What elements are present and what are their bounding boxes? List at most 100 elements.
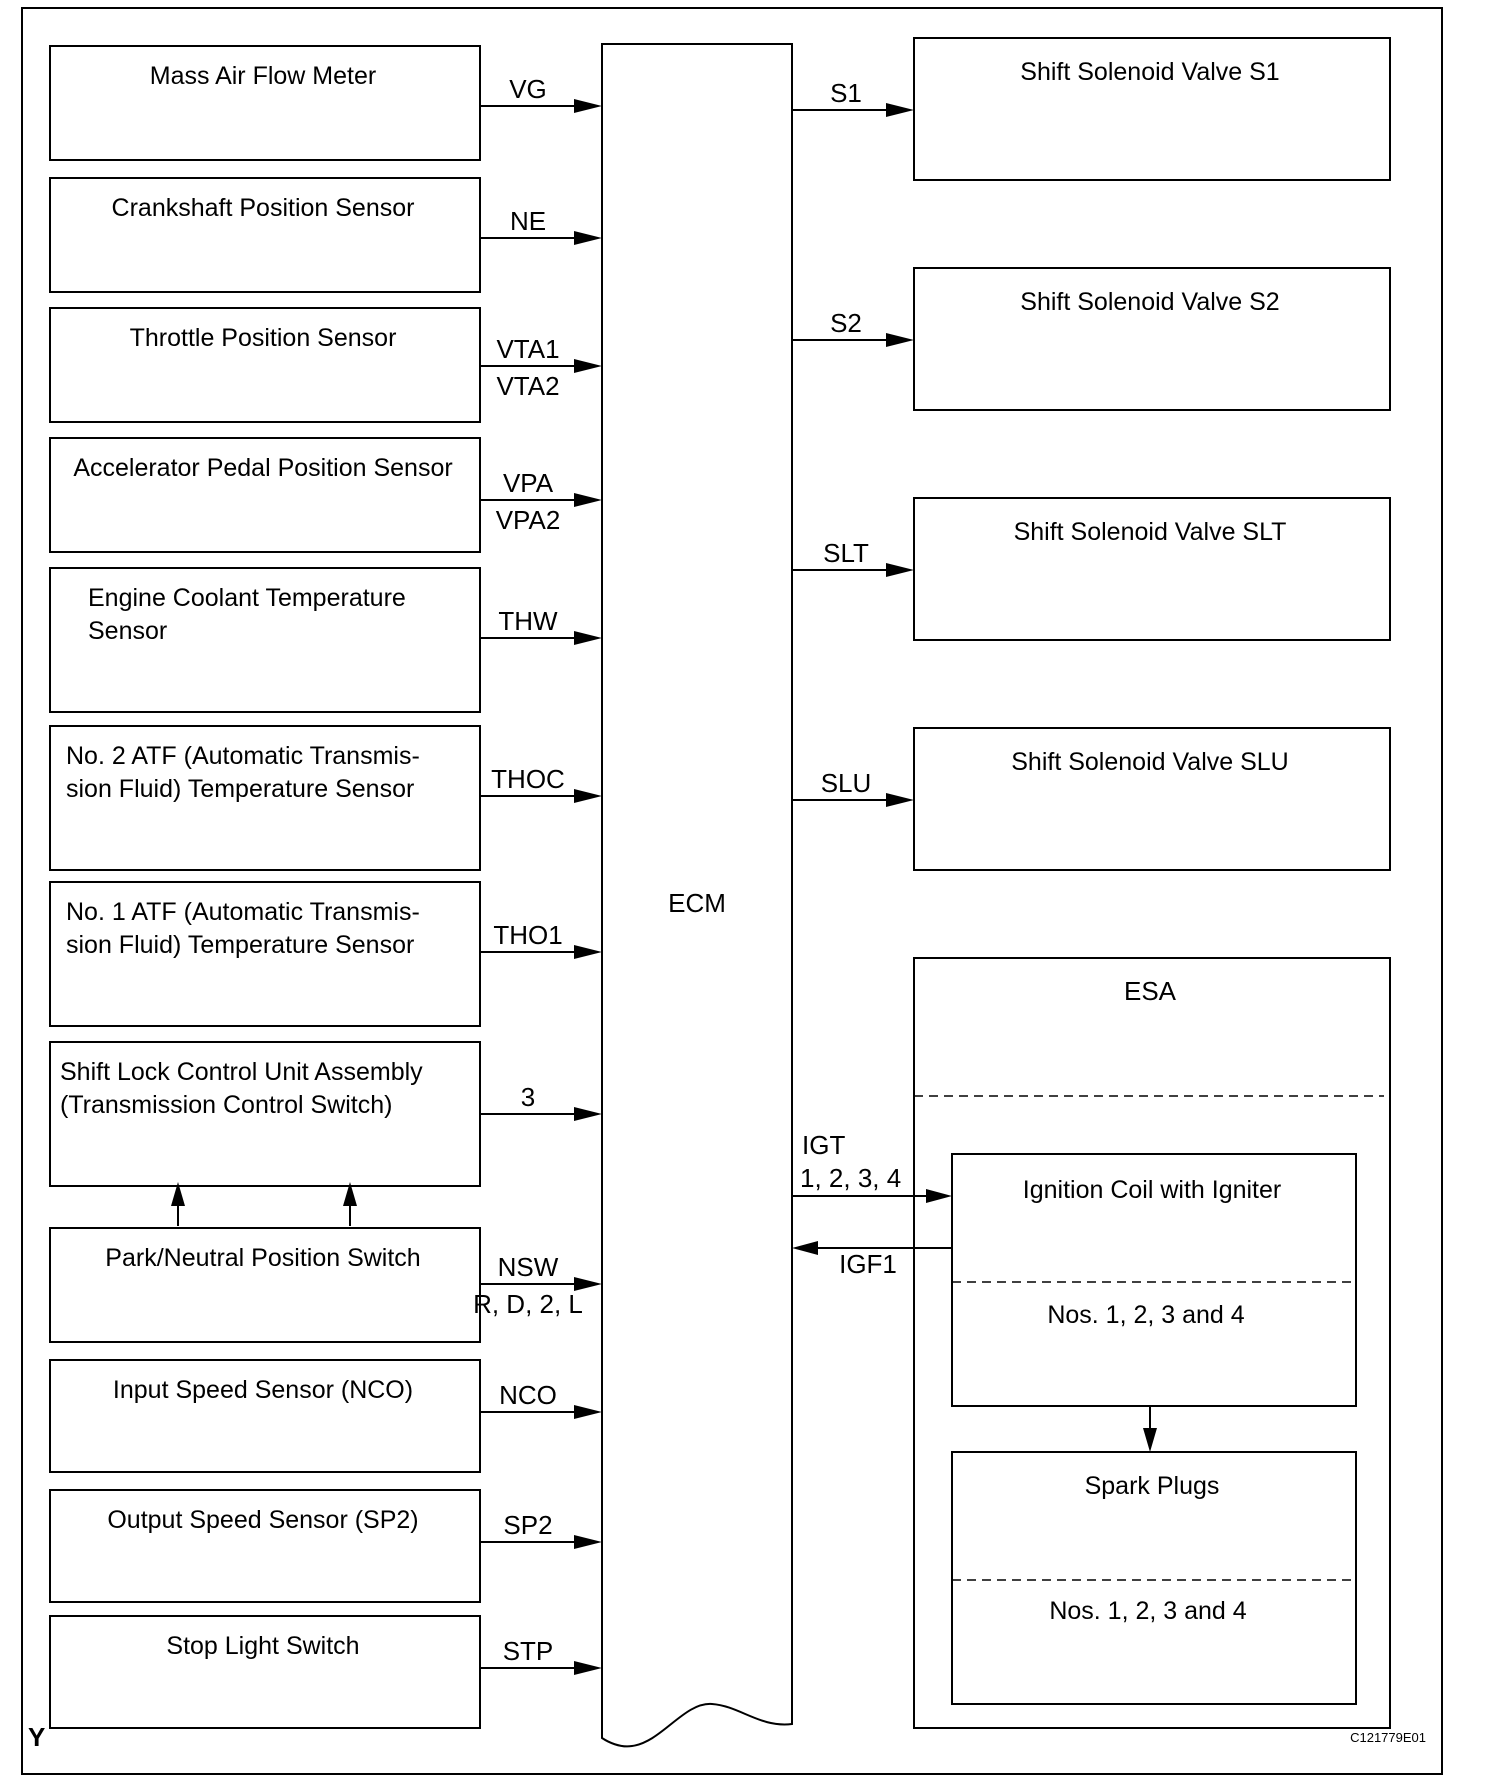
sensor-label: No. 1 ATF (Automatic Transmis- xyxy=(66,898,420,926)
sensor-box xyxy=(49,437,481,553)
signal-arrowhead xyxy=(574,1107,602,1121)
signal-arrowhead xyxy=(886,793,914,807)
signal-arrowhead xyxy=(886,333,914,347)
signal-arrowhead xyxy=(886,103,914,117)
output-shift-solenoid-valve-s1: Shift Solenoid Valve S1 S1 xyxy=(792,37,1391,181)
signal-label: VPA xyxy=(503,468,554,498)
ecm-block xyxy=(601,43,793,1748)
signal-arrowhead xyxy=(574,231,602,245)
sensor-box xyxy=(49,45,481,161)
sensor-label: Stop Light Switch xyxy=(166,1632,359,1660)
solenoid-label: Shift Solenoid Valve S1 xyxy=(1020,58,1279,86)
input-crankshaft-position-sensor: Crankshaft Position Sensor NE xyxy=(49,177,602,293)
signal-label: VG xyxy=(509,74,547,104)
input-park-neutral-position-switch: Park/Neutral Position Switch NSW R, D, 2, … xyxy=(49,1227,602,1343)
coil-to-plugs-arrowhead xyxy=(1143,1428,1157,1452)
igt-cylinders-label: 1, 2, 3, 4 xyxy=(800,1163,901,1193)
esa-section: ESA Ignition Coil with Igniter Nos. 1, 2… xyxy=(792,957,1391,1729)
signal-label: THW xyxy=(498,606,558,636)
signal-arrowhead xyxy=(574,1405,602,1419)
corner-mark: Y xyxy=(28,1722,45,1752)
signal-arrowhead xyxy=(574,493,602,507)
sensor-box xyxy=(49,725,481,871)
sensor-box xyxy=(49,1615,481,1729)
sensor-box xyxy=(49,1359,481,1473)
signal-label: S2 xyxy=(830,308,862,338)
igf1-arrowhead xyxy=(792,1241,818,1255)
sensor-label: Throttle Position Sensor xyxy=(130,324,397,352)
signal-label-secondary: R, D, 2, L xyxy=(473,1289,583,1319)
sensor-label: Output Speed Sensor (SP2) xyxy=(107,1506,418,1534)
input-shift-lock-control-unit-assembly: Shift Lock Control Unit Assembly (Transmi… xyxy=(49,1041,602,1187)
signal-label: SP2 xyxy=(503,1510,552,1540)
output-shift-solenoid-valve-s2: Shift Solenoid Valve S2 S2 xyxy=(792,267,1391,411)
solenoid-label: Shift Solenoid Valve SLU xyxy=(1011,748,1288,776)
signal-arrowhead xyxy=(574,359,602,373)
signal-label: THOC xyxy=(491,764,565,794)
ignition-coil-box xyxy=(951,1153,1357,1407)
pnp-to-shift-lock-arrows xyxy=(171,1182,357,1226)
sensor-label: Engine Coolant Temperature xyxy=(88,584,406,612)
outer-frame xyxy=(21,7,1443,1775)
sensor-label: Shift Lock Control Unit Assembly xyxy=(60,1058,423,1086)
solenoid-label: Shift Solenoid Valve S2 xyxy=(1020,288,1279,316)
ecm-label: ECM xyxy=(668,888,726,918)
signal-label: NE xyxy=(510,206,546,236)
signal-label-secondary: VTA2 xyxy=(496,371,559,401)
sensor-label: Park/Neutral Position Switch xyxy=(105,1244,420,1272)
sensor-box xyxy=(49,567,481,713)
signal-label: NSW xyxy=(498,1252,559,1282)
spark-plugs-title: Spark Plugs xyxy=(1085,1472,1220,1500)
input-no-2-atf-automatic-transmis: No. 2 ATF (Automatic Transmis-sion Fluid… xyxy=(49,725,602,871)
igt-arrowhead xyxy=(926,1189,952,1203)
sensor-box xyxy=(49,1227,481,1343)
input-input-speed-sensor-nco: Input Speed Sensor (NCO) NCO xyxy=(49,1359,602,1473)
ignition-coil-sub: Nos. 1, 2, 3 and 4 xyxy=(1047,1301,1244,1329)
signal-arrowhead xyxy=(886,563,914,577)
figure-code: C121779E01 xyxy=(1350,1730,1426,1745)
sensor-label: Input Speed Sensor (NCO) xyxy=(113,1376,413,1404)
signal-label: THO1 xyxy=(493,920,562,950)
solenoid-box xyxy=(913,37,1391,181)
signal-arrowhead xyxy=(574,631,602,645)
sensor-box xyxy=(49,881,481,1027)
sensor-label: (Transmission Control Switch) xyxy=(60,1091,392,1119)
sensor-box xyxy=(49,1489,481,1603)
solenoid-box xyxy=(913,727,1391,871)
signal-label: 3 xyxy=(521,1082,535,1112)
sensor-label: No. 2 ATF (Automatic Transmis- xyxy=(66,742,420,770)
signal-arrowhead xyxy=(574,1277,602,1291)
signal-arrowhead xyxy=(574,1661,602,1675)
signal-label-secondary: VPA2 xyxy=(496,505,561,535)
signal-label: S1 xyxy=(830,78,862,108)
igf1-label: IGF1 xyxy=(839,1249,897,1279)
signal-label: NCO xyxy=(499,1380,557,1410)
pnp-link-arrowhead-left xyxy=(171,1182,185,1206)
ignition-coil-title: Ignition Coil with Igniter xyxy=(1023,1176,1281,1204)
spark-plugs-sub: Nos. 1, 2, 3 and 4 xyxy=(1049,1597,1246,1625)
signal-label: SLT xyxy=(823,538,869,568)
sensor-box xyxy=(49,177,481,293)
input-output-speed-sensor-sp2: Output Speed Sensor (SP2) SP2 xyxy=(49,1489,602,1603)
sensor-label: sion Fluid) Temperature Sensor xyxy=(66,931,414,959)
sensor-label: Crankshaft Position Sensor xyxy=(112,194,415,222)
input-no-1-atf-automatic-transmis: No. 1 ATF (Automatic Transmis-sion Fluid… xyxy=(49,881,602,1027)
signal-arrowhead xyxy=(574,945,602,959)
signal-label: VTA1 xyxy=(496,334,559,364)
signal-arrowhead xyxy=(574,99,602,113)
esa-title: ESA xyxy=(1124,976,1177,1006)
solenoid-box xyxy=(913,497,1391,641)
sensor-label: sion Fluid) Temperature Sensor xyxy=(66,775,414,803)
igt-label: IGT xyxy=(802,1130,845,1160)
signal-arrowhead xyxy=(574,789,602,803)
sensor-label: Accelerator Pedal Position Sensor xyxy=(73,454,452,482)
